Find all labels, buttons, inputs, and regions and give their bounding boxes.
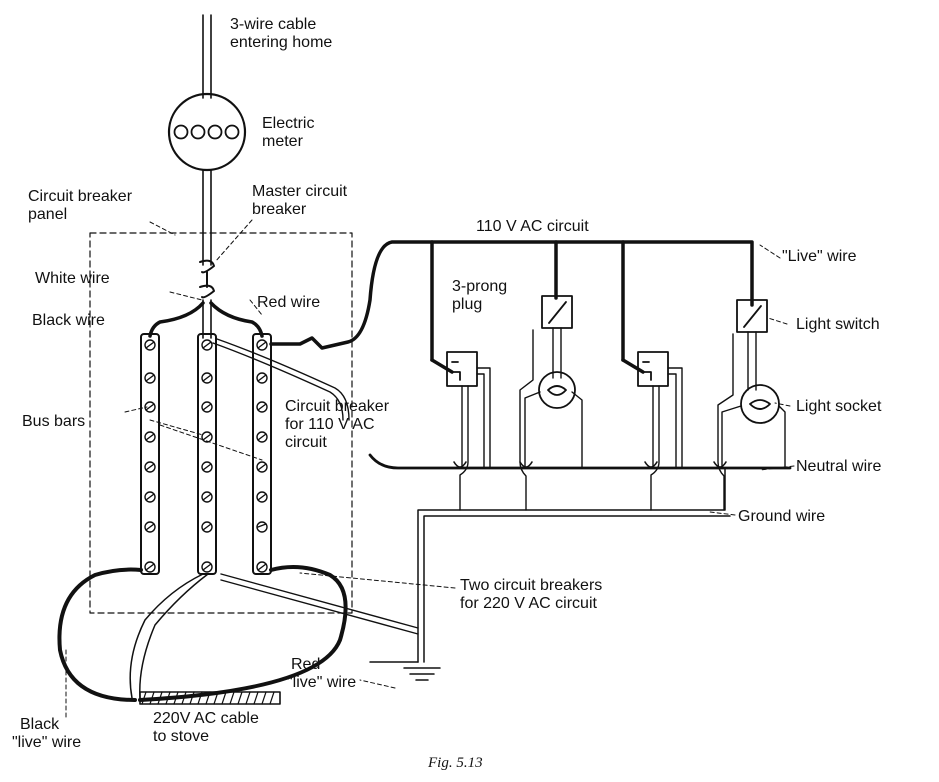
switch-2 xyxy=(736,299,768,391)
label-line: Master circuit xyxy=(252,183,348,200)
label-black-live-wire: Black "live" wire xyxy=(12,716,81,752)
meter-to-panel-cable xyxy=(202,169,212,266)
stove-cable-220v xyxy=(139,691,281,705)
label-line: Circuit breaker xyxy=(28,188,133,205)
label-line: to stove xyxy=(153,728,210,745)
label-line: Electric xyxy=(262,115,315,132)
label-110v-ac-circuit: 110 V AC circuit xyxy=(476,218,589,236)
label-light-switch: Light switch xyxy=(796,316,880,334)
label-text: Bus bars xyxy=(22,413,86,430)
label-line: Black xyxy=(20,716,60,733)
label-electric-meter: Electric meter xyxy=(262,115,314,151)
master-breaker xyxy=(199,259,215,299)
label-line: for 110 V AC xyxy=(285,416,375,433)
bus-bar-middle xyxy=(197,333,217,575)
label-line: breaker xyxy=(252,201,307,218)
label-line: Circuit breaker xyxy=(285,398,390,415)
label-red-wire: Red wire xyxy=(257,294,320,312)
label-line: Red xyxy=(291,656,321,673)
live-wire-110v xyxy=(269,240,754,374)
panel-feed-wires xyxy=(148,301,264,338)
socket-1 xyxy=(519,329,583,511)
label-text: Neutral wire xyxy=(796,458,882,475)
bus-bar-left xyxy=(140,333,160,575)
label-text: 110 V AC circuit xyxy=(476,218,589,235)
electric-meter xyxy=(167,92,247,172)
bus-bar-right xyxy=(252,333,272,575)
incoming-cable xyxy=(202,14,212,99)
label-ground-wire: Ground wire xyxy=(738,508,825,526)
label-line: Two circuit breakers xyxy=(460,577,603,594)
label-line: plug xyxy=(452,296,483,313)
label-line: circuit xyxy=(285,434,327,451)
neutral-wire xyxy=(368,453,792,470)
label-line: entering home xyxy=(230,34,333,51)
neutral-crossings xyxy=(453,461,727,468)
label-neutral-wire: Neutral wire xyxy=(796,458,881,476)
label-line: for 220 V AC circuit xyxy=(460,595,597,612)
ground-wire xyxy=(369,467,731,681)
label-line: 220V AC cable xyxy=(153,710,259,727)
red-live-220v xyxy=(138,564,348,702)
label-two-breakers-220: Two circuit breakers for 220 V AC circui… xyxy=(460,577,602,613)
bus-bar-screws xyxy=(144,339,268,573)
black-live-220v xyxy=(57,567,143,702)
label-red-live-wire: Red "live" wire xyxy=(287,656,356,692)
label-text: Red wire xyxy=(257,294,321,311)
label-live-wire: "Live" wire xyxy=(782,248,857,266)
breaker-110v-wire xyxy=(212,338,350,421)
label-line: panel xyxy=(28,206,68,223)
label-text: Black wire xyxy=(32,312,105,329)
label-master-circuit-breaker: Master circuit breaker xyxy=(252,183,347,219)
outlet-2 xyxy=(637,351,683,511)
label-cable-entering: 3-wire cable entering home xyxy=(230,16,332,52)
label-light-socket: Light socket xyxy=(796,398,881,416)
label-3-prong-plug: 3-prong plug xyxy=(452,278,507,314)
label-text: White wire xyxy=(35,270,110,287)
label-bus-bars: Bus bars xyxy=(22,413,85,431)
panel-outline xyxy=(89,232,353,614)
label-line: meter xyxy=(262,133,303,150)
switch-1 xyxy=(541,295,573,379)
outlet-1 xyxy=(446,351,491,511)
label-white-wire: White wire xyxy=(35,270,110,288)
leader-lines xyxy=(65,219,795,721)
label-line: "live" wire xyxy=(12,734,82,751)
caption-text: Fig. 5.13 xyxy=(428,755,483,771)
label-black-wire: Black wire xyxy=(32,312,105,330)
label-circuit-breaker-panel: Circuit breaker panel xyxy=(28,188,132,224)
label-text: Light switch xyxy=(796,316,880,333)
label-220v-ac-cable: 220V AC cable to stove xyxy=(153,710,259,746)
label-line: 3-wire cable xyxy=(230,16,317,33)
label-line: 3-prong xyxy=(452,278,508,295)
label-text: "Live" wire xyxy=(782,248,857,265)
cable-220v-inner xyxy=(129,573,209,699)
label-text: Ground wire xyxy=(738,508,826,525)
socket-2 xyxy=(717,333,786,511)
label-text: Light socket xyxy=(796,398,882,415)
label-circuit-breaker-110: Circuit breaker for 110 V AC circuit xyxy=(285,398,389,452)
figure-caption: Fig. 5.13 xyxy=(428,754,483,772)
label-line: "live" wire xyxy=(287,674,357,691)
